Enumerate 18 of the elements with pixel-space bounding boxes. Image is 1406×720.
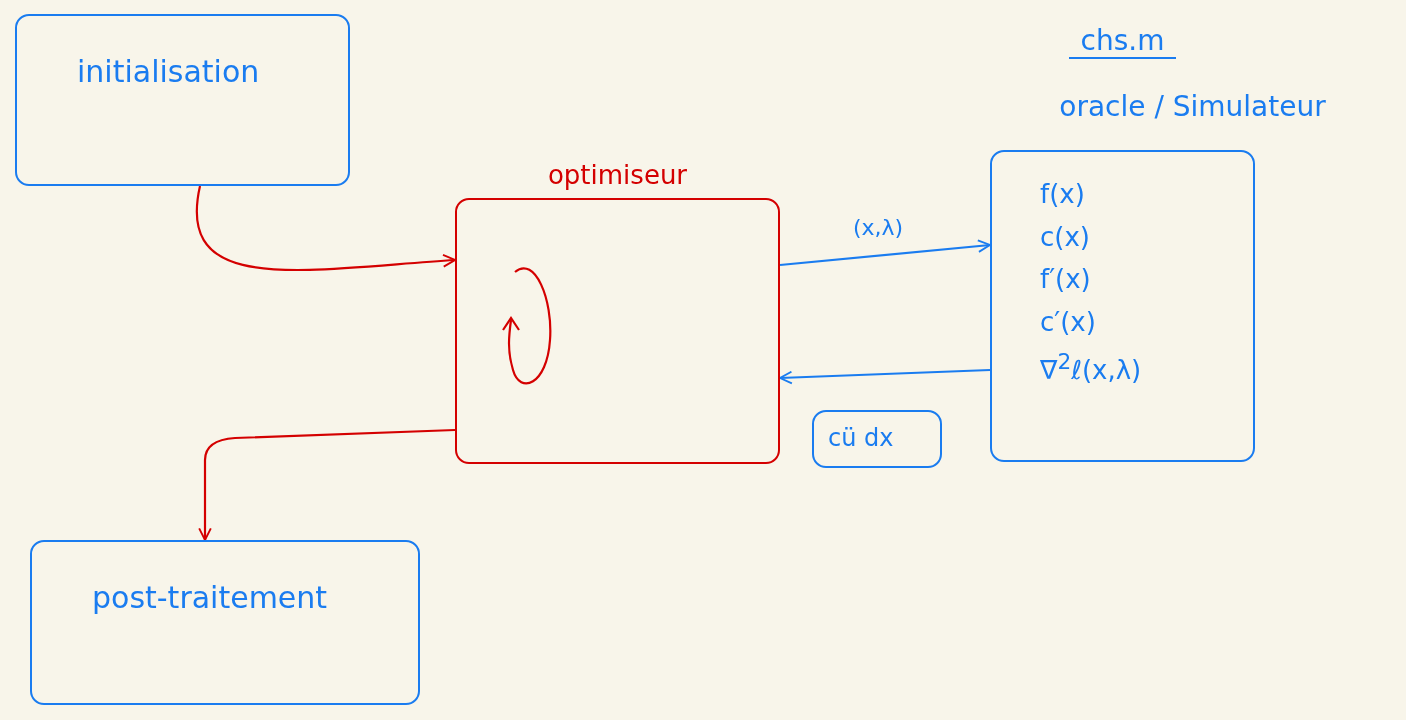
box-label: post-traitement (92, 580, 328, 615)
box-label: cü dx (828, 424, 894, 452)
formula: f(x) (1040, 180, 1086, 209)
process-box (30, 540, 420, 705)
arrow (195, 185, 456, 271)
arrow (779, 368, 991, 385)
formula: c(x) (1040, 222, 1091, 252)
process-box (812, 410, 942, 468)
formula: ∇$^{2}$ℓ(x,λ) (1040, 350, 1142, 385)
file-name: chs.m (1068, 24, 1177, 59)
formula: f′(x) (1040, 265, 1092, 294)
process-box (15, 14, 350, 186)
box-heading: optimiseur (547, 160, 688, 190)
box-label: initialisation (77, 54, 260, 89)
box-heading: oracle / Simulateur (1059, 90, 1326, 123)
arrow (779, 239, 991, 267)
formula: c′(x) (1040, 307, 1097, 337)
arrow (198, 428, 456, 541)
